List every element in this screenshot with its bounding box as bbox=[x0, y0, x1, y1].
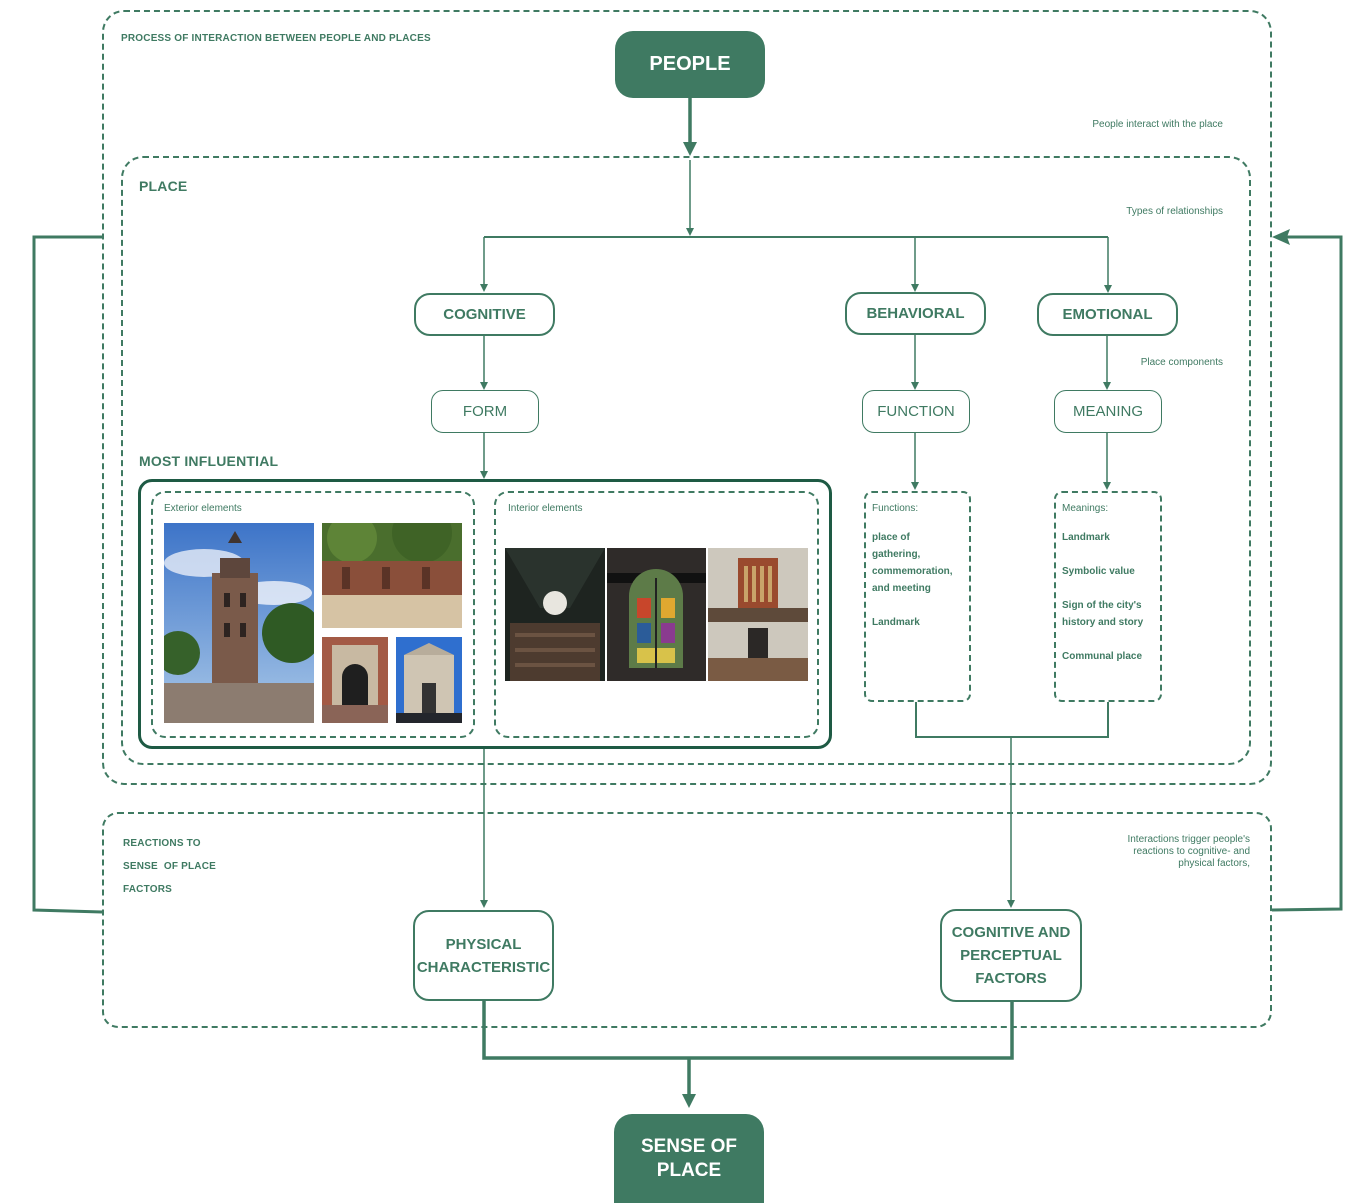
function-node: FUNCTION bbox=[862, 390, 970, 433]
meanings-list-item: history and story bbox=[1062, 617, 1144, 628]
meanings-list-item: Landmark bbox=[1062, 532, 1110, 543]
church-wall-photo bbox=[322, 523, 462, 628]
church-organ-photo bbox=[708, 548, 808, 681]
functions-list-item: and meeting bbox=[872, 583, 931, 594]
meanings-list-item: Communal place bbox=[1062, 651, 1143, 662]
functions-list-item: place of bbox=[872, 532, 910, 543]
most-influential-box bbox=[138, 479, 832, 749]
functions-list-item bbox=[872, 597, 968, 614]
note-people-interact: People interact with the place bbox=[1092, 119, 1223, 130]
functions-list-item: commemoration, bbox=[872, 566, 953, 577]
cognitive-perceptual-line: PERCEPTUAL bbox=[960, 947, 1062, 964]
stained-glass-photo bbox=[607, 548, 706, 681]
church-entrance-photo bbox=[396, 637, 462, 723]
meanings-list-box bbox=[1054, 491, 1162, 702]
physical-line: CHARACTERISTIC bbox=[416, 958, 551, 976]
right-feedback-arrowhead bbox=[1272, 229, 1290, 245]
emotional-node: EMOTIONAL bbox=[1037, 293, 1178, 336]
place-frame bbox=[121, 156, 1251, 765]
note-place-components: Place components bbox=[1140, 357, 1223, 368]
functions-list-item: gathering, bbox=[872, 549, 921, 560]
reactions-title-line: REACTIONS TO bbox=[123, 838, 201, 849]
most-influential-title: MOST INFLUENTIAL bbox=[139, 453, 279, 469]
cognitive-node: COGNITIVE bbox=[414, 293, 555, 336]
meanings-list-item: Symbolic value bbox=[1062, 566, 1135, 577]
reactions-frame bbox=[102, 812, 1272, 1028]
people-node: PEOPLE bbox=[615, 31, 765, 98]
reactions-title-line: SENSE OF PLACE bbox=[123, 861, 217, 872]
outer-frame bbox=[102, 10, 1272, 785]
place-title: PLACE bbox=[139, 178, 188, 194]
outer-frame-title: PROCESS OF INTERACTION BETWEEN PEOPLE AN… bbox=[121, 33, 431, 44]
behavioral-node: BEHAVIORAL bbox=[845, 292, 986, 335]
cognitive-perceptual-line: FACTORS bbox=[975, 970, 1047, 987]
sense-of-place-line: SENSE OF bbox=[640, 1135, 738, 1157]
meanings-list-item bbox=[1062, 580, 1160, 597]
reactions-title: REACTIONS TO SENSE OF PLACE FACTORS bbox=[123, 832, 216, 901]
church-tower-photo bbox=[164, 523, 314, 723]
church-door-photo bbox=[322, 637, 388, 723]
interior-elements-label: Interior elements bbox=[508, 503, 583, 514]
meanings-list-item bbox=[1062, 631, 1160, 648]
merge-line bbox=[915, 702, 1109, 738]
reactions-title-line: FACTORS bbox=[123, 884, 172, 895]
physical-line: PHYSICAL bbox=[445, 935, 522, 953]
functions-list-box bbox=[864, 491, 971, 702]
physical-characteristic-node: PHYSICAL CHARACTERISTIC bbox=[413, 910, 554, 1001]
left-feedback-line bbox=[32, 235, 103, 914]
meanings-list-title: Meanings: bbox=[1062, 503, 1109, 514]
note-types-relationships: Types of relationships bbox=[1126, 206, 1223, 217]
sense-of-place-node: SENSE OF PLACE bbox=[614, 1114, 764, 1203]
functions-list-title: Functions: bbox=[872, 503, 919, 514]
right-feedback-line bbox=[1271, 235, 1343, 912]
note-interactions-trigger: Interactions trigger people's reactions … bbox=[1127, 834, 1250, 869]
exterior-elements-frame bbox=[151, 491, 475, 738]
meanings-list-item bbox=[1062, 546, 1160, 563]
form-node: FORM bbox=[431, 390, 539, 433]
meaning-node: MEANING bbox=[1054, 390, 1162, 433]
cognitive-perceptual-line: COGNITIVE AND bbox=[951, 924, 1071, 941]
meanings-list-item: Sign of the city's bbox=[1062, 600, 1142, 611]
meanings-list: Landmark Symbolic value Sign of the city… bbox=[1062, 529, 1160, 665]
sense-of-place-line: PLACE bbox=[656, 1159, 722, 1181]
interior-elements-frame bbox=[494, 491, 819, 738]
bottom-merge bbox=[482, 1000, 1014, 1060]
exterior-elements-label: Exterior elements bbox=[164, 503, 242, 514]
functions-list: place of gathering, commemoration, and m… bbox=[872, 529, 968, 631]
church-nave-photo bbox=[505, 548, 605, 681]
functions-list-item: Landmark bbox=[872, 617, 920, 628]
cognitive-perceptual-node: COGNITIVE AND PERCEPTUAL FACTORS bbox=[940, 909, 1082, 1002]
